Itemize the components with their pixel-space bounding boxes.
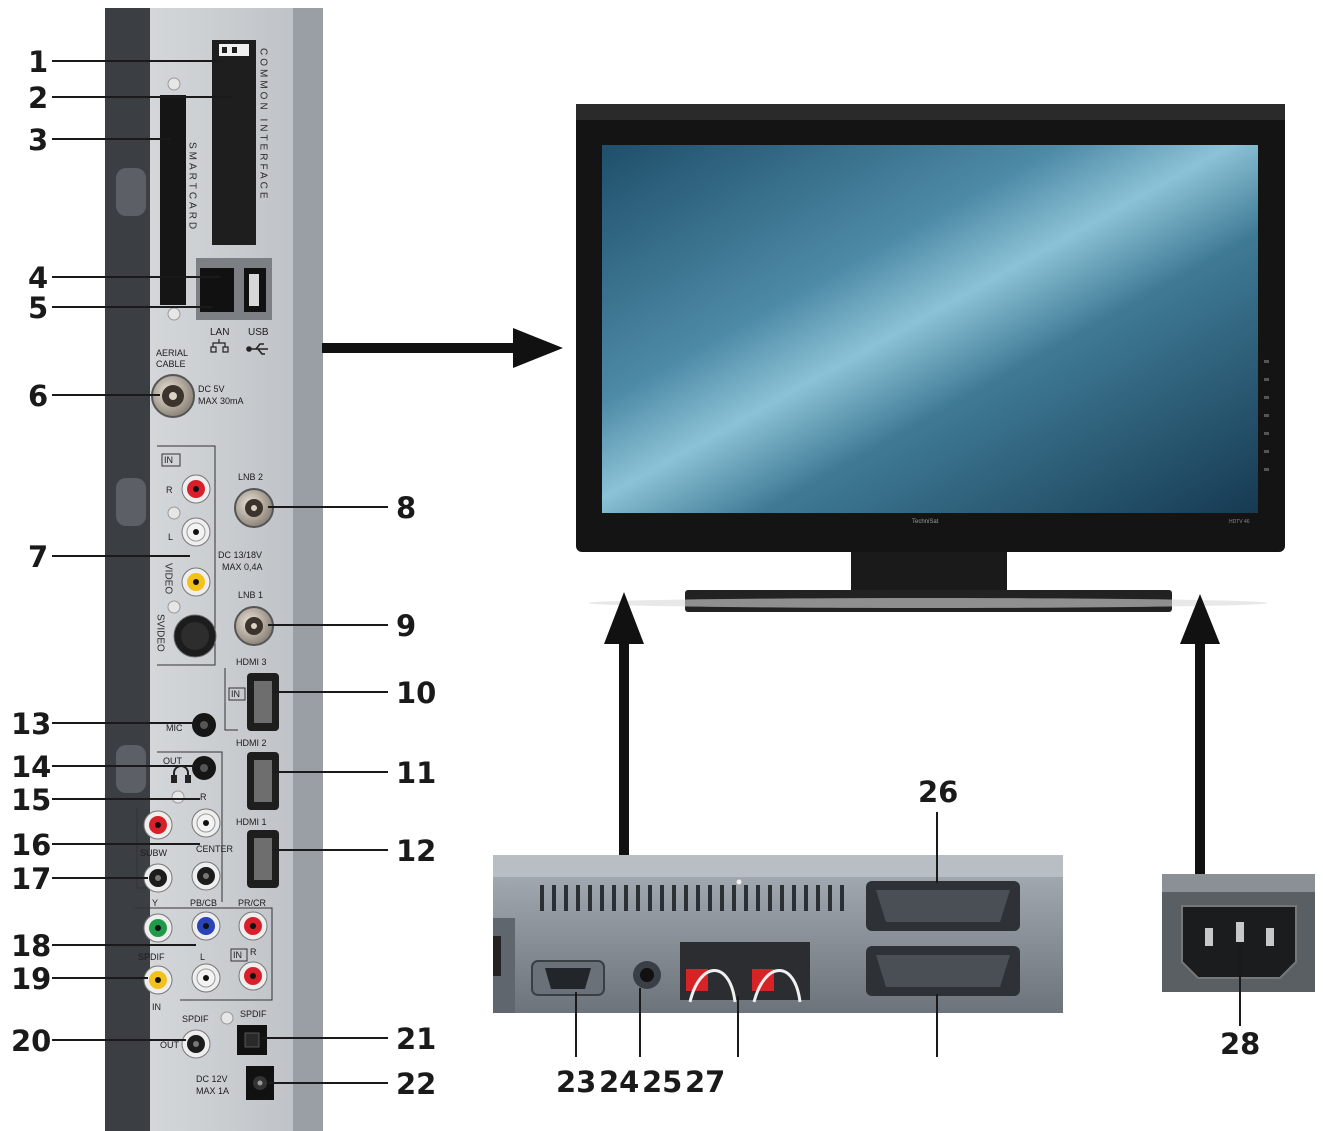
video-text: VIDEO bbox=[163, 563, 174, 594]
callout-25: 25 bbox=[642, 1065, 682, 1099]
hdmi3-text: HDMI 3 bbox=[236, 657, 267, 667]
callout-10: 10 bbox=[396, 676, 436, 710]
spdif-in-text: SPDIF bbox=[138, 952, 165, 962]
common-interface-slot bbox=[212, 40, 256, 245]
callout-21: 21 bbox=[396, 1022, 436, 1056]
hdmi2-text: HDMI 2 bbox=[236, 738, 267, 748]
l-top-text: L bbox=[168, 532, 173, 542]
pbcb-text: PB/CB bbox=[190, 898, 217, 908]
cable-text: CABLE bbox=[156, 359, 186, 369]
tv-neck bbox=[851, 552, 1007, 592]
lan-port bbox=[200, 268, 234, 312]
callout-6: 6 bbox=[28, 379, 48, 413]
callout-17: 17 bbox=[11, 862, 51, 896]
left-callouts: 1 2 3 4 5 6 7 13 14 15 16 17 18 19 20 bbox=[11, 45, 232, 1058]
lnb2-text: LNB 2 bbox=[238, 472, 263, 482]
max1a-text: MAX 1A bbox=[196, 1086, 229, 1096]
out2-text: OUT bbox=[160, 1040, 180, 1050]
aerial-text: AERIAL bbox=[156, 348, 188, 358]
callout-19: 19 bbox=[11, 962, 51, 996]
in-top-text: IN bbox=[164, 455, 173, 465]
power-socket-box bbox=[1162, 874, 1315, 992]
tv-model: HDTV 46 bbox=[1229, 519, 1250, 525]
callout-3: 3 bbox=[28, 123, 48, 157]
callout-20: 20 bbox=[11, 1024, 51, 1058]
callout-26: 26 bbox=[918, 775, 958, 809]
r-top-text: R bbox=[166, 485, 173, 495]
callout-27: 27 bbox=[685, 1065, 725, 1099]
usb-text: USB bbox=[248, 327, 269, 338]
callout-28: 28 bbox=[1220, 1027, 1260, 1061]
callout-8: 8 bbox=[396, 491, 416, 525]
vent-slots bbox=[540, 885, 844, 911]
in-hdmi-text: IN bbox=[231, 689, 240, 699]
hdmi1-text: HDMI 1 bbox=[236, 817, 267, 827]
lan-icon bbox=[210, 339, 229, 353]
callout-16: 16 bbox=[11, 828, 51, 862]
svideo-text: SVIDEO bbox=[155, 614, 166, 652]
bottom-connection-box bbox=[493, 855, 1063, 1013]
right-callouts: 8 9 10 11 12 21 22 bbox=[262, 491, 436, 1101]
subw-text: SUBW bbox=[140, 848, 168, 858]
dc1318-text: DC 13/18V bbox=[218, 550, 262, 560]
r-out-text: R bbox=[200, 792, 207, 802]
in-sp-text: IN bbox=[152, 1002, 161, 1012]
r-bottom-text: R bbox=[250, 947, 257, 957]
tv-brand: TechniSat bbox=[912, 519, 939, 525]
callout-9: 9 bbox=[396, 609, 416, 643]
callout-24: 24 bbox=[599, 1065, 639, 1099]
common-interface-text: COMMON INTERFACE bbox=[258, 48, 269, 202]
arrow-right bbox=[322, 328, 563, 368]
callout-15: 15 bbox=[11, 783, 51, 817]
callout-4: 4 bbox=[28, 261, 48, 295]
tv-screen bbox=[602, 145, 1258, 513]
spdif-opt-text: SPDIF bbox=[240, 1009, 267, 1019]
lan-text: LAN bbox=[210, 327, 229, 338]
callout-2: 2 bbox=[28, 81, 48, 115]
callout-11: 11 bbox=[396, 756, 436, 790]
smartcard-text: SMARTCARD bbox=[187, 142, 198, 232]
arrow-up-right bbox=[1180, 594, 1220, 874]
usb-icon bbox=[246, 343, 268, 355]
max30-text: MAX 30mA bbox=[198, 396, 244, 406]
callout-22: 22 bbox=[396, 1067, 436, 1101]
spdif-out-text: SPDIF bbox=[182, 1014, 209, 1024]
callout-12: 12 bbox=[396, 834, 436, 868]
flat-screen-tv: TechniSat HDTV 46 bbox=[576, 104, 1285, 612]
callout-18: 18 bbox=[11, 929, 51, 963]
smartcard-slot bbox=[160, 95, 186, 305]
center-text: CENTER bbox=[196, 844, 234, 854]
tv-back-panel: COMMON INTERFACE SMARTCARD LAN USB AERIA… bbox=[105, 8, 323, 1131]
callout-13: 13 bbox=[11, 707, 51, 741]
l-bottom-text: L bbox=[200, 952, 205, 962]
callout-7: 7 bbox=[28, 540, 48, 574]
dc12v-text: DC 12V bbox=[196, 1074, 228, 1084]
prcr-text: PR/CR bbox=[238, 898, 267, 908]
dc5v-text: DC 5V bbox=[198, 384, 225, 394]
lnb1-text: LNB 1 bbox=[238, 590, 263, 600]
callout-14: 14 bbox=[11, 750, 51, 784]
callout-1: 1 bbox=[28, 45, 48, 79]
in-bottom-text: IN bbox=[233, 950, 242, 960]
out-text: OUT bbox=[163, 756, 183, 766]
arrow-up-left bbox=[604, 592, 644, 857]
bottom-callouts: 26 23 24 25 27 28 bbox=[556, 775, 1260, 1099]
y-text: Y bbox=[152, 898, 158, 908]
max04-text: MAX 0,4A bbox=[222, 562, 263, 572]
callout-23: 23 bbox=[556, 1065, 596, 1099]
mic-text: MIC bbox=[166, 723, 183, 733]
callout-5: 5 bbox=[28, 291, 48, 325]
